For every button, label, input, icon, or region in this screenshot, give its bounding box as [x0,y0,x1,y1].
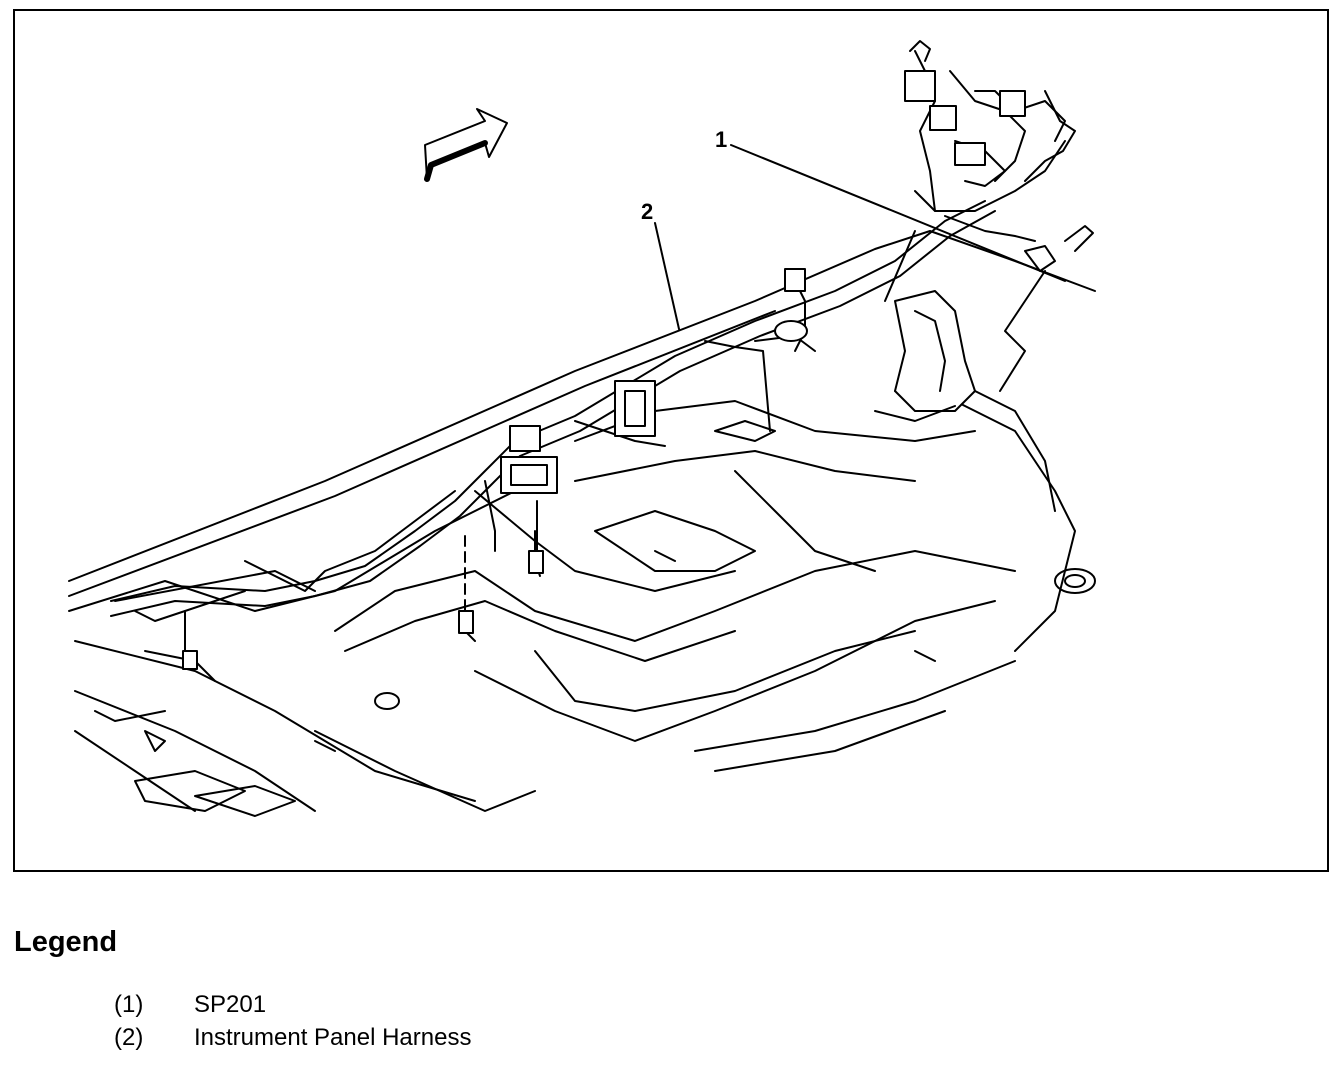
callout-2-label: 2 [641,199,654,224]
harness-connectors [182,268,808,670]
legend-item-label: SP201 [194,991,267,1018]
legend-item-number: (2) [114,1024,144,1051]
legend-item-number: (1) [114,991,144,1018]
sp201-splice-pack [874,40,1094,422]
floor-pan [68,230,1096,817]
legend-item-label: Instrument Panel Harness [194,1024,472,1051]
legend-item: (2) Instrument Panel Harness [114,1024,471,1052]
legend-item: (1) SP201 [114,991,266,1019]
callout-1-label: 1 [715,127,728,152]
legend-title: Legend [14,926,118,958]
diagram-frame: 1 2 [13,9,1329,872]
floor-pan-illustration [68,40,1096,817]
callout-2-leader [654,222,680,330]
forward-arrow-icon [424,108,508,182]
